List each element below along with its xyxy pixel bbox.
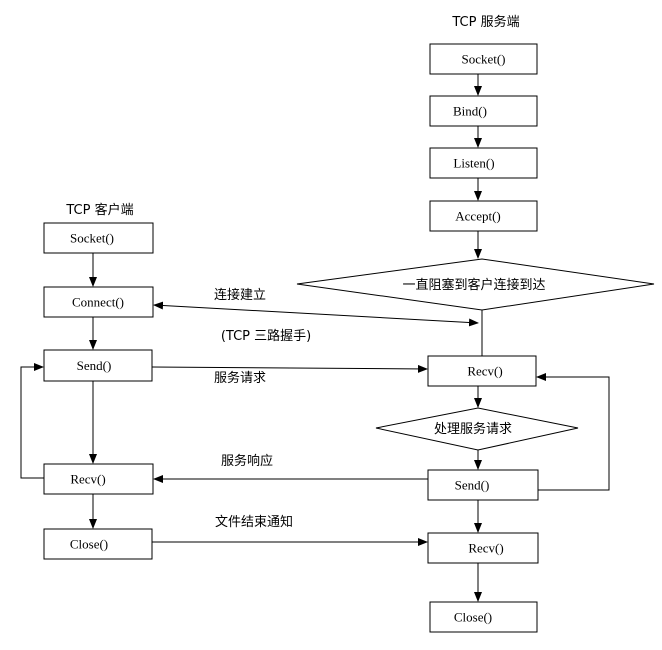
client-connect-label: Connect() [72, 295, 124, 310]
server-block-label: 一直阻塞到客户连接到达 [402, 277, 545, 293]
arrow-connection-handshake [153, 301, 479, 327]
server-send-node: Send() [427, 469, 539, 501]
server-recv2-node: Recv() [427, 532, 539, 564]
client-socket-node: Socket() [43, 222, 154, 254]
msg-request-label: 服务请求 [214, 370, 266, 386]
msg-connect-label: 连接建立 [214, 287, 266, 303]
server-bind-label: Bind() [453, 104, 487, 119]
server-send-label: Send() [455, 478, 490, 493]
msg-end-notice-label: 文件结束通知 [215, 514, 293, 530]
arrow-send-loop-to-recv [536, 373, 610, 491]
server-bind-node: Bind() [429, 95, 538, 127]
server-socket-label: Socket() [461, 52, 505, 67]
msg-response-label: 服务响应 [221, 453, 273, 469]
client-connect-node: Connect() [43, 286, 154, 318]
client-recv-node: Recv() [43, 463, 154, 495]
server-process-decision: 处理服务请求 [375, 407, 579, 451]
server-process-label: 处理服务请求 [434, 421, 512, 437]
client-close-node: Close() [43, 528, 153, 560]
client-close-label: Close() [70, 537, 108, 552]
client-socket-label: Socket() [70, 231, 114, 246]
server-block-decision: 一直阻塞到客户连接到达 [296, 258, 655, 311]
arrow-service-request [151, 364, 428, 373]
client-send-node: Send() [43, 349, 153, 382]
server-accept-label: Accept() [455, 209, 500, 224]
server-listen-node: Listen() [429, 147, 538, 179]
server-listen-label: Listen() [453, 156, 494, 171]
server-socket-node: Socket() [429, 43, 538, 75]
client-recv-label: Recv() [70, 472, 105, 487]
server-recv-label: Recv() [467, 364, 502, 379]
client-title: TCP 客户端 [65, 202, 133, 218]
server-close-label: Close() [454, 610, 492, 625]
server-recv2-label: Recv() [468, 541, 503, 556]
server-title: TCP 服务端 [451, 14, 519, 30]
server-accept-node: Accept() [429, 200, 538, 232]
msg-handshake-label: (TCP 三路握手) [221, 328, 311, 344]
client-send-label: Send() [77, 358, 112, 373]
arrow-client-recv-loop-to-send [20, 363, 44, 479]
server-recv-node: Recv() [427, 355, 537, 387]
server-close-node: Close() [429, 601, 538, 633]
